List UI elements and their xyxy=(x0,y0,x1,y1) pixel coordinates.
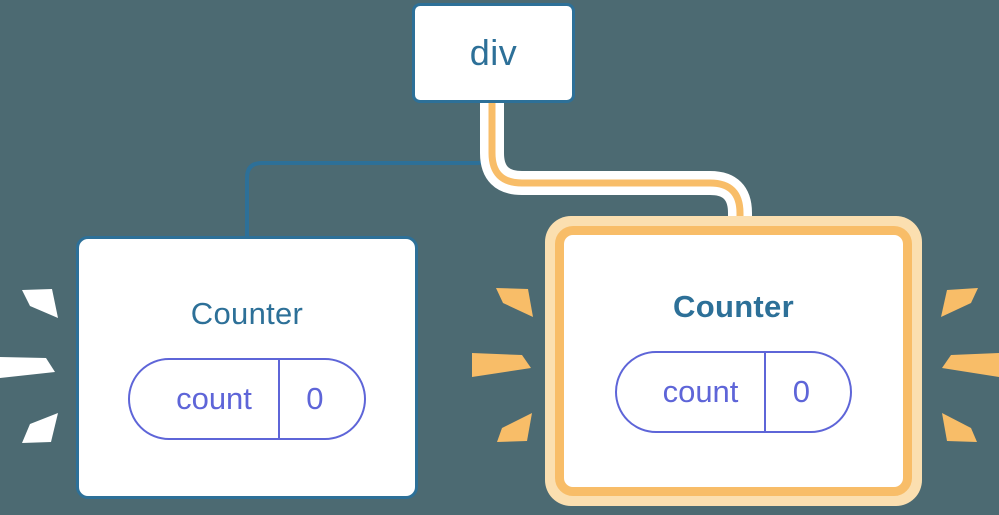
component-title: Counter xyxy=(673,289,794,324)
state-value: 0 xyxy=(277,359,364,438)
spark-cluster-left-outer xyxy=(0,289,58,443)
spark-icon xyxy=(497,413,532,442)
node-div-label: div xyxy=(469,32,518,73)
node-div[interactable]: div xyxy=(412,3,575,103)
spark-icon xyxy=(472,353,531,377)
component-card-body: Counter count 0 xyxy=(564,235,903,487)
spark-icon xyxy=(941,288,978,317)
spark-cluster-left-inner xyxy=(472,288,533,442)
component-title: Counter xyxy=(190,295,304,331)
spark-icon xyxy=(22,289,58,318)
edge-div-to-right-counter xyxy=(488,99,744,244)
component-card-counter-right[interactable]: Counter count 0 xyxy=(555,226,912,496)
spark-icon xyxy=(496,288,533,317)
spark-icon xyxy=(942,353,999,377)
state-pill[interactable]: count 0 xyxy=(128,357,366,440)
spark-icon xyxy=(22,413,58,443)
state-value: 0 xyxy=(764,353,850,431)
spark-icon xyxy=(0,357,55,378)
state-pill[interactable]: count 0 xyxy=(614,351,853,433)
state-key: count xyxy=(176,380,252,416)
spark-icon xyxy=(942,413,977,442)
component-card-body: Counter count 0 xyxy=(79,239,415,496)
state-key: count xyxy=(662,374,739,409)
component-card-counter-left[interactable]: Counter count 0 xyxy=(76,236,418,499)
spark-cluster-right-outer xyxy=(941,288,999,442)
